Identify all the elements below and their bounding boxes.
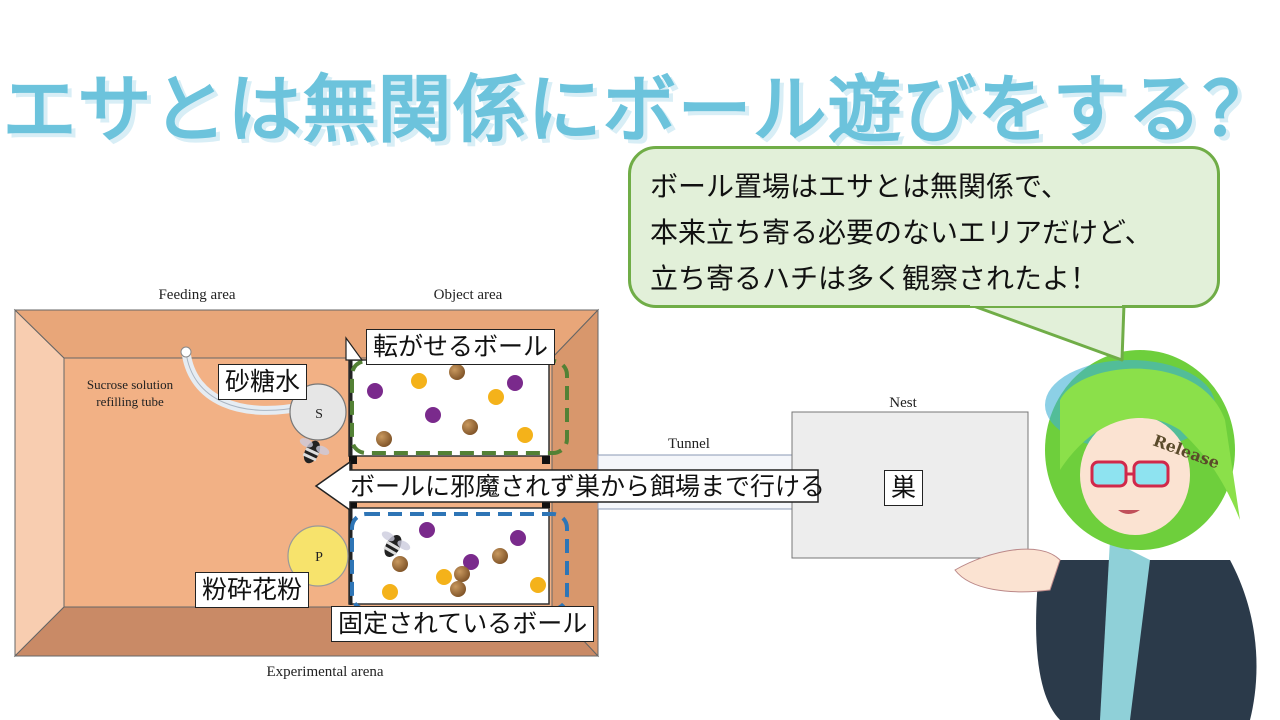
pollen-label: 粉砕花粉 [195,572,310,608]
sugar-water-label: 砂糖水 [218,364,308,400]
character-illustration: Release [954,350,1257,720]
sucrose-label-line2: refilling tube [96,394,164,409]
rolling-balls [367,364,533,447]
fixed-balls [382,522,546,600]
p-marker: P [315,550,323,565]
nest-caption: Nest [889,395,917,411]
path-note-label: ボールに邪魔されず巣から餌場まで行ける [350,472,826,501]
feeding-area-caption: Feeding area [158,287,235,303]
tunnel-caption: Tunnel [668,436,710,452]
speech-line-2: 本来立ち寄る必要のないエリアだけど、 [650,216,1153,249]
path-note-arrow [314,460,819,512]
fixed-balls-highlight [350,512,569,611]
page-title: エサとは無関係にボール遊びをする？ [2,67,1278,153]
speech-bubble [628,146,1220,308]
speech-bubble-text: ボール置場はエサとは無関係で、 本来立ち寄る必要のないエリアだけど、 立ち寄るハ… [650,164,1220,302]
speech-line-1: ボール置場はエサとは無関係で、 [650,170,1069,203]
bee-icon [381,531,411,557]
experimental-arena-caption: Experimental arena [266,664,383,680]
nest-label: 巣 [884,470,924,506]
s-marker: S [315,407,323,422]
rolling-balls-label: 転がせるボール [366,329,556,365]
object-area-lower [348,507,550,605]
speech-line-3: 立ち寄るハチは多く観察されたよ！ [650,262,1099,295]
fixed-balls-label: 固定されているボール [331,606,595,642]
sucrose-label-line1: Sucrose solution [87,377,174,392]
pollen-feeder [287,525,349,587]
object-area-caption: Object area [434,287,503,303]
bee-icon [299,438,330,464]
